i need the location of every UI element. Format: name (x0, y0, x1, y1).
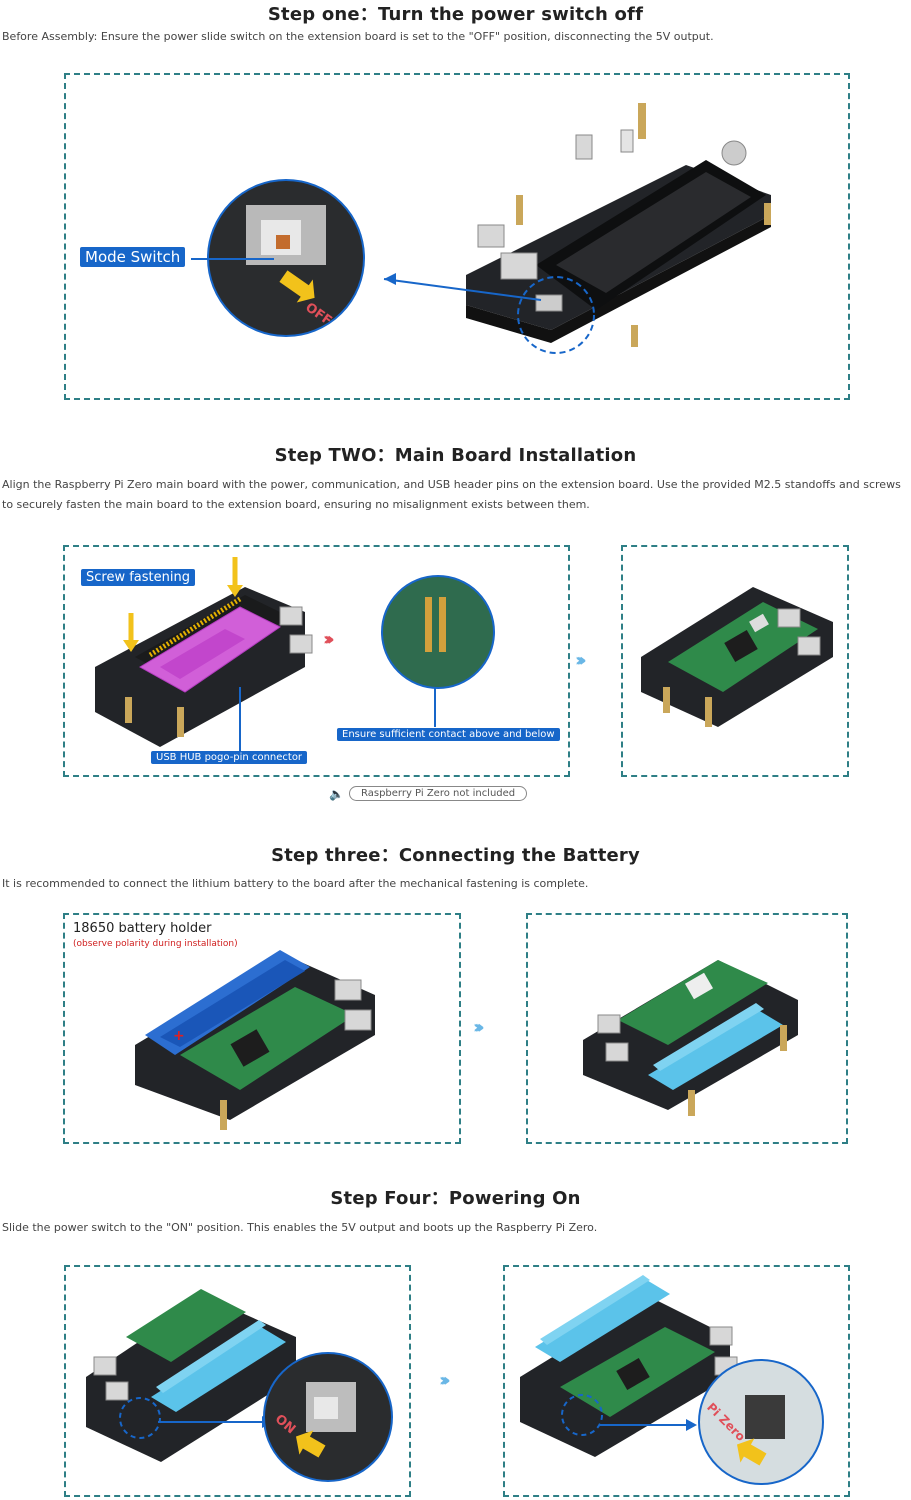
assembled-board-image (641, 587, 833, 727)
step4-description: Slide the power switch to the "ON" posit… (2, 1221, 598, 1234)
screw-fastening-callout: Screw fastening (81, 569, 195, 586)
extension-board-image (191, 103, 771, 354)
step3-panel-right (526, 913, 848, 1144)
pogo-pin-callout: USB HUB pogo-pin connector (151, 751, 308, 764)
step3-panel-left: 18650 battery holder (observe polarity d… (63, 913, 461, 1144)
step2-panel-left: Screw fastening ›››› Ensure sufficient c… (63, 545, 570, 777)
step4-panel-right: Pi Zero (503, 1265, 850, 1497)
step3-title: Step three：Connecting the Battery (271, 845, 640, 866)
not-included-note: Raspberry Pi Zero not included (349, 786, 528, 801)
step2-description: Align the Raspberry Pi Zero main board w… (2, 478, 901, 511)
polarity-note: (observe polarity during installation) (73, 939, 238, 949)
step4-title: Step Four：Powering On (330, 1188, 581, 1209)
power-on-image-left (86, 1289, 393, 1482)
red-arrow-icon: ›››› (323, 629, 334, 650)
battery-installed-image (583, 960, 798, 1116)
step2-panel-right (621, 545, 849, 777)
power-on-image-right (520, 1275, 824, 1485)
step1-panel: Mode Switch OFF (64, 73, 850, 400)
step4-panel-left: ON (64, 1265, 411, 1497)
battery-holder-image: + (135, 950, 375, 1130)
step1-title: Step one：Turn the power switch off (267, 4, 644, 25)
blue-arrow-icon-3: ›››› (439, 1370, 450, 1391)
battery-holder-label: 18650 battery holder (73, 921, 212, 936)
mode-switch-callout: Mode Switch (80, 247, 186, 267)
step2-title: Step TWO：Main Board Installation (274, 445, 637, 466)
svg-text:+: + (173, 1028, 185, 1044)
blue-arrow-icon: ›››› (575, 650, 586, 671)
contact-callout: Ensure sufficient contact above and belo… (337, 728, 560, 741)
speaker-icon: 🔈 (329, 787, 344, 801)
blue-arrow-icon-2: ›››› (473, 1017, 484, 1038)
step3-description: It is recommended to connect the lithium… (2, 877, 589, 890)
main-board-installation-image (95, 557, 495, 752)
step1-description: Before Assembly: Ensure the power slide … (2, 30, 714, 43)
